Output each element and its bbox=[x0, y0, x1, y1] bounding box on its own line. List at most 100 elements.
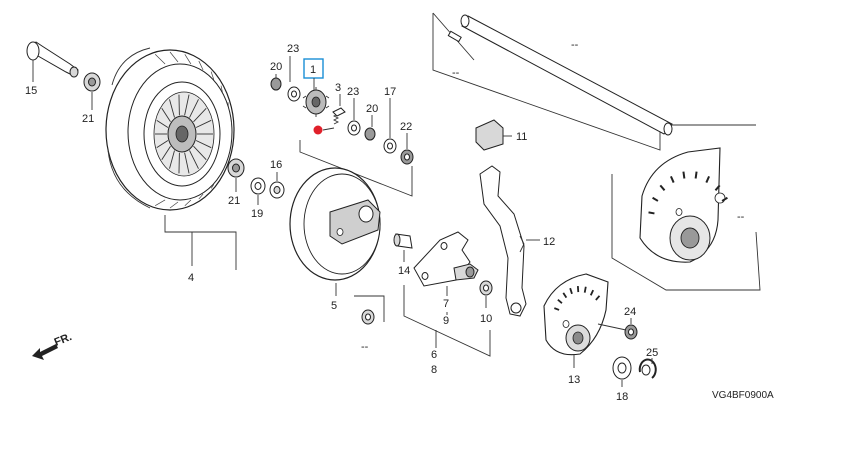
ratchet-slot bbox=[589, 289, 595, 296]
tread-line bbox=[220, 85, 223, 93]
callout-8: 8 bbox=[431, 364, 437, 376]
dash-label-axle-left: -- bbox=[452, 67, 460, 79]
housing-slot bbox=[659, 184, 666, 191]
part-23-washer-top bbox=[287, 86, 301, 102]
part-5-drive-plate bbox=[289, 167, 381, 281]
callout-5: 5 bbox=[331, 300, 337, 312]
callout-1: 1 bbox=[310, 64, 316, 76]
spoke bbox=[184, 94, 190, 116]
tread-line bbox=[227, 156, 229, 158]
callout-22: 22 bbox=[400, 121, 412, 133]
housing-slot bbox=[648, 211, 655, 215]
small-collar-part bbox=[361, 309, 375, 325]
axle-rod bbox=[460, 14, 673, 136]
ratchet-slot bbox=[553, 307, 560, 311]
spoke bbox=[189, 99, 199, 118]
ratchet-plate-slots bbox=[553, 286, 601, 311]
dash-label-lower: -- bbox=[361, 341, 369, 353]
spoke bbox=[189, 150, 199, 169]
callout-20-mid: 20 bbox=[366, 103, 378, 115]
spoke bbox=[193, 107, 207, 123]
tread-line bbox=[154, 54, 166, 65]
callout-11: 11 bbox=[516, 131, 527, 143]
callout-19: 19 bbox=[251, 208, 263, 220]
tread-line bbox=[169, 51, 179, 63]
tread-line bbox=[220, 171, 223, 175]
part-17-washer bbox=[383, 138, 397, 154]
callout-12: 12 bbox=[543, 236, 555, 248]
spoke bbox=[169, 99, 175, 118]
part-25-circlip bbox=[638, 358, 657, 379]
ratchet-slot bbox=[557, 299, 563, 304]
tread-line bbox=[198, 60, 204, 71]
callout-10: 10 bbox=[480, 313, 492, 325]
part-20-nut-mid bbox=[364, 127, 376, 141]
callout-23-top: 23 bbox=[287, 43, 299, 55]
spoke bbox=[156, 140, 169, 149]
housing-slot bbox=[694, 171, 698, 179]
callout-18: 18 bbox=[616, 391, 628, 403]
pin-part bbox=[447, 30, 462, 43]
part-15-bolt bbox=[26, 41, 79, 78]
spoke bbox=[184, 152, 190, 174]
front-direction-arrow-icon bbox=[32, 344, 58, 360]
axle-box-outline bbox=[432, 13, 756, 151]
callout-21-right: 21 bbox=[228, 195, 240, 207]
part-13-ratchet-plate bbox=[543, 273, 609, 356]
callout-14: 14 bbox=[398, 265, 410, 277]
tread-line bbox=[184, 199, 192, 206]
callout-13: 13 bbox=[568, 374, 580, 386]
callout-21-left: 21 bbox=[82, 113, 94, 125]
part-21-bushing-left bbox=[83, 72, 101, 92]
callout-9: 9 bbox=[443, 315, 449, 327]
part-19-washer bbox=[250, 177, 266, 195]
part-21-bushing-right bbox=[227, 158, 245, 178]
tread-line bbox=[154, 199, 166, 207]
tread-line bbox=[198, 193, 204, 200]
wheel-spokes bbox=[155, 94, 213, 174]
callout-20-left: 20 bbox=[270, 61, 282, 73]
ratchet-slot bbox=[595, 295, 601, 301]
tread-line bbox=[184, 54, 192, 65]
right-box-outline bbox=[611, 174, 761, 291]
diagram-code: VG4BF0900A bbox=[712, 390, 774, 401]
front-label: FR. bbox=[53, 331, 74, 349]
part-2-spring bbox=[332, 113, 340, 125]
spoke bbox=[156, 119, 169, 128]
part-20-nut-left bbox=[270, 77, 282, 91]
ratchet-slot bbox=[562, 292, 568, 299]
part-24-nut bbox=[624, 324, 638, 340]
spoke bbox=[161, 145, 171, 160]
callout-2-marker bbox=[313, 125, 323, 135]
callout-23-mid: 23 bbox=[347, 86, 359, 98]
spoke bbox=[193, 145, 207, 161]
spoke bbox=[195, 119, 212, 128]
callout-6: 6 bbox=[431, 349, 437, 361]
housing-slot bbox=[714, 184, 721, 191]
part-23-washer-mid bbox=[347, 120, 361, 136]
ratchet-slot bbox=[583, 286, 587, 293]
callout-25: 25 bbox=[646, 347, 658, 359]
tread-line bbox=[227, 102, 229, 108]
part-10-bushing bbox=[479, 280, 493, 296]
dash-label-axle-top: -- bbox=[571, 39, 579, 51]
wheel-tire bbox=[105, 47, 235, 211]
housing-slot bbox=[721, 196, 728, 202]
ratchet-slot bbox=[569, 287, 573, 295]
part-16-washer bbox=[269, 181, 285, 199]
callout-17: 17 bbox=[384, 86, 396, 98]
callout-3: 3 bbox=[335, 82, 341, 94]
callout-24: 24 bbox=[624, 306, 636, 318]
tread-line bbox=[210, 184, 215, 189]
spoke bbox=[161, 108, 171, 123]
part-18-washer bbox=[612, 356, 632, 380]
callout-15: 15 bbox=[25, 85, 37, 97]
housing-slot bbox=[682, 171, 686, 179]
arm-assembly-bracket bbox=[403, 285, 491, 357]
wheel-tread-pattern bbox=[154, 51, 232, 209]
callout-7: 7 bbox=[443, 298, 449, 310]
spoke bbox=[195, 140, 212, 149]
lower-box-outline bbox=[354, 295, 385, 322]
gear-housing-cover bbox=[639, 147, 726, 263]
